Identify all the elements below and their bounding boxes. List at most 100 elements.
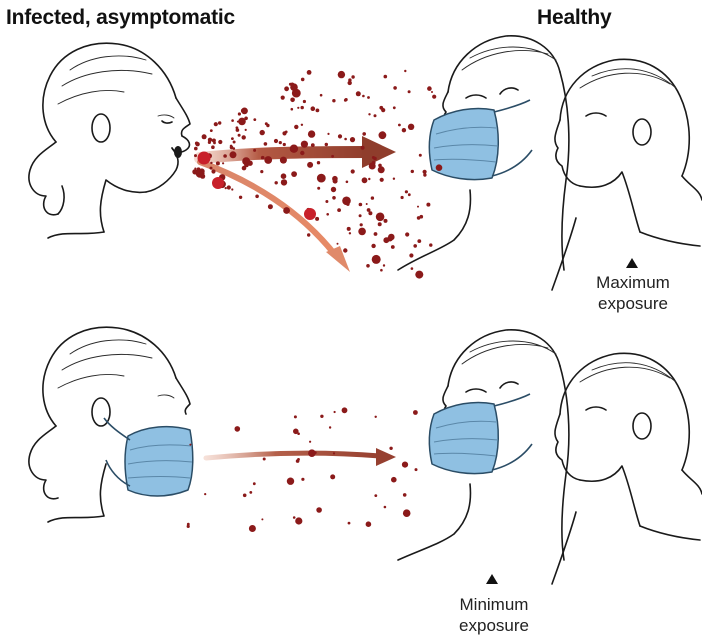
droplet [345,98,348,101]
droplet [311,143,315,147]
droplet [366,203,368,205]
droplet [350,137,355,142]
droplet [275,181,278,184]
max-exposure-line2: exposure [590,293,676,314]
droplet [194,154,197,157]
droplet [210,167,213,170]
droplet [317,174,326,183]
droplet [362,132,366,136]
droplet [371,244,375,248]
droplet [378,222,382,226]
droplet [384,506,387,509]
droplet [337,243,339,245]
droplet [367,96,370,99]
droplet [369,163,376,170]
droplet [255,195,259,199]
droplet [296,459,300,463]
droplet [346,181,349,184]
droplet [204,493,206,495]
max-exposure-line1: Maximum [590,272,676,293]
droplet [326,213,329,216]
droplet [194,168,196,170]
droplet [213,142,216,145]
droplet [342,197,351,206]
droplet [281,96,285,100]
droplet [374,114,377,117]
droplet [247,161,252,166]
droplet [283,143,286,146]
droplet [237,121,239,123]
droplet [315,217,319,221]
droplet [331,187,336,192]
droplet [214,122,218,126]
droplet [325,200,328,203]
droplet [351,169,355,173]
droplet [413,244,417,248]
droplet [238,134,241,137]
droplet [202,134,207,139]
droplet [231,188,233,190]
droplet [301,124,303,126]
droplet [405,190,408,193]
droplet [367,208,371,212]
droplet [361,146,365,150]
droplet [197,167,201,171]
droplet [187,523,190,526]
droplet-cloud-bottom [187,407,418,532]
droplet [301,478,304,481]
droplet [330,474,335,479]
droplet [362,177,368,183]
droplet [348,81,352,85]
droplet [417,239,421,243]
healthy-person-background-top [552,59,702,290]
droplet [242,166,247,171]
droplet [423,173,426,176]
droplet [389,447,392,450]
droplet [243,494,247,498]
droplet [264,156,272,164]
droplet [360,223,363,226]
droplet [359,203,363,207]
droplet [231,119,234,122]
arrow-shaft-bottom [206,453,380,458]
droplet [291,108,294,111]
droplet [301,106,304,109]
droplet [309,441,311,443]
droplet [311,106,316,111]
droplet [332,99,335,102]
infected-header: Infected, asymptomatic [6,6,235,30]
droplet [301,78,305,82]
droplet [415,271,423,279]
droplet [334,411,336,413]
droplet [375,416,377,418]
droplet [261,156,265,160]
droplet [409,253,413,257]
droplet [211,169,215,173]
droplet [238,112,241,115]
droplet [368,113,370,115]
droplet [253,482,256,485]
droplet [376,213,385,222]
droplet [320,415,323,418]
droplet [413,410,418,415]
main-arrow-head-top [362,136,396,168]
droplet [379,106,383,110]
droplet [431,91,433,93]
droplet [411,267,414,270]
droplet [393,106,396,109]
droplet [417,206,419,208]
droplet [366,521,372,527]
droplet [239,196,242,199]
infected-person-top [29,43,190,238]
droplet [347,227,351,231]
droplet [279,141,282,144]
droplet [284,86,289,91]
droplet [200,174,205,179]
pointer-triangle-bottom [486,574,498,584]
droplet [242,135,246,139]
droplet [383,264,385,266]
droplet [245,129,247,131]
droplet [236,126,239,129]
droplet [415,468,418,471]
